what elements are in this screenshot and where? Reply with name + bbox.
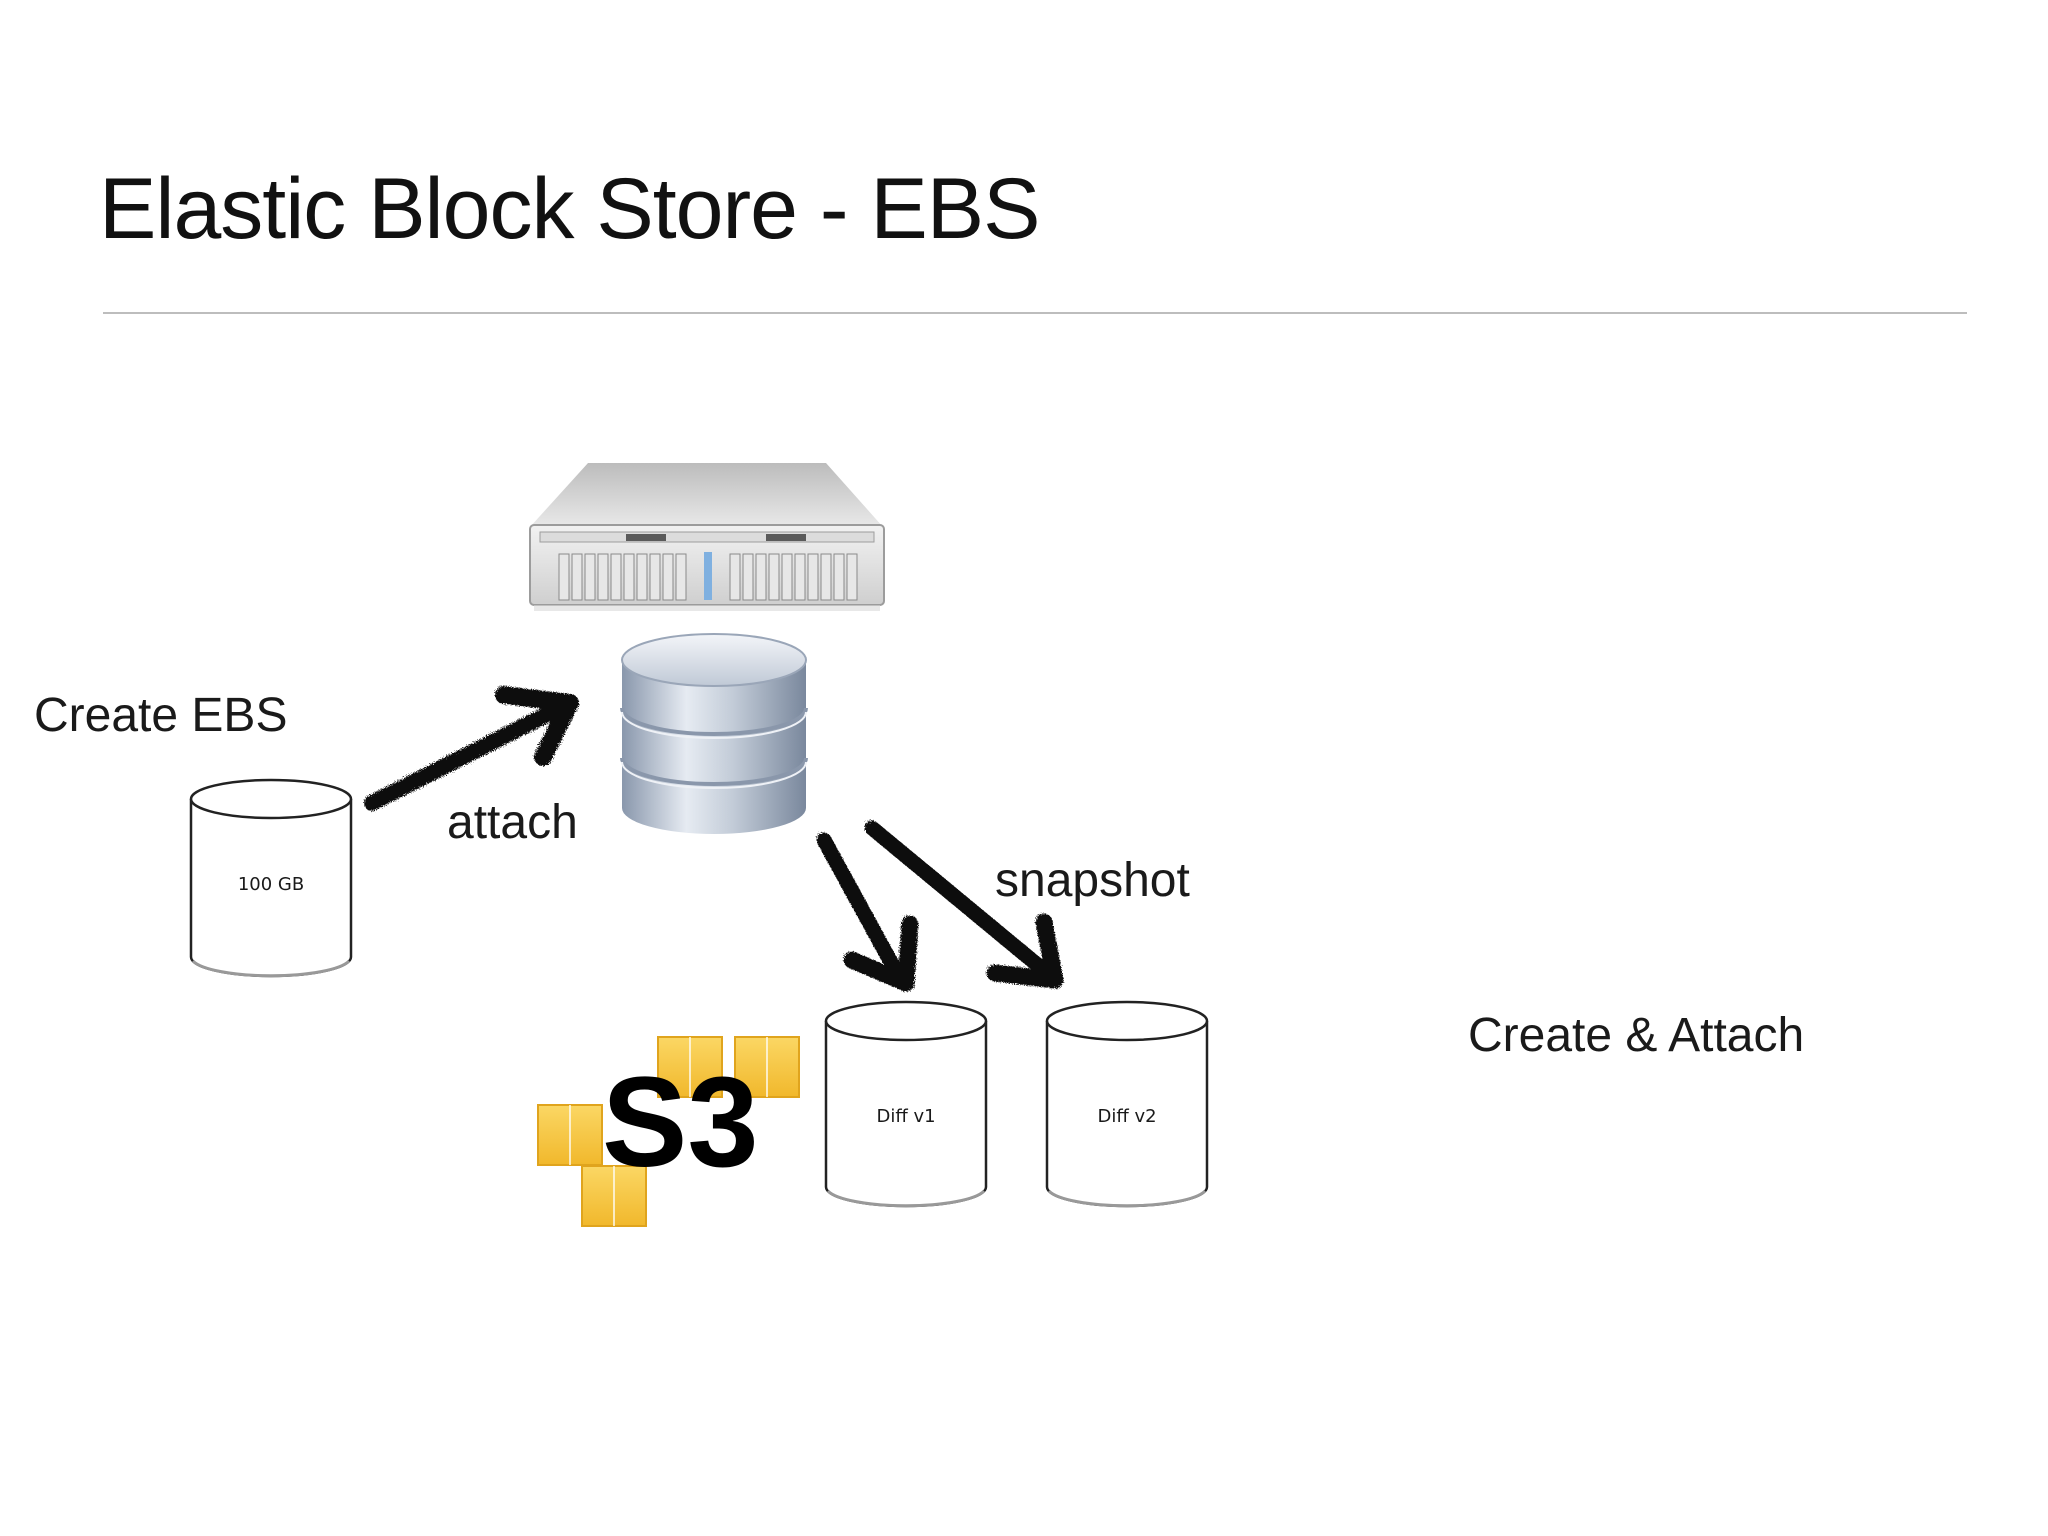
new-volume-cylinder: 100 GB	[189, 778, 353, 978]
amazon-s3-logo-icon: S3	[537, 1036, 800, 1227]
create-ebs-label: Create EBS	[34, 689, 288, 742]
create-attach-label: Create & Attach	[1468, 1009, 1805, 1062]
attach-label: attach	[447, 796, 578, 849]
snapshot-v2-cylinder: Diff v2	[1045, 1000, 1209, 1208]
attach-arrow	[364, 686, 579, 811]
snapshot-arrow-1	[816, 832, 919, 992]
title-divider	[103, 312, 1967, 314]
slide-title: Elastic Block Store - EBS	[99, 161, 1040, 257]
server-rack-icon	[529, 463, 885, 611]
snapshot-v1-cylinder: Diff v1	[824, 1000, 988, 1208]
database-icon	[620, 633, 808, 834]
snapshot-v1-label: Diff v1	[876, 1106, 935, 1127]
snapshot-label: snapshot	[995, 854, 1190, 907]
snapshot-v2-label: Diff v2	[1097, 1106, 1156, 1127]
snapshot-arrow-2	[864, 820, 1064, 989]
s3-logo-text: S3	[602, 1051, 759, 1194]
new-volume-size-label: 100 GB	[238, 874, 304, 895]
